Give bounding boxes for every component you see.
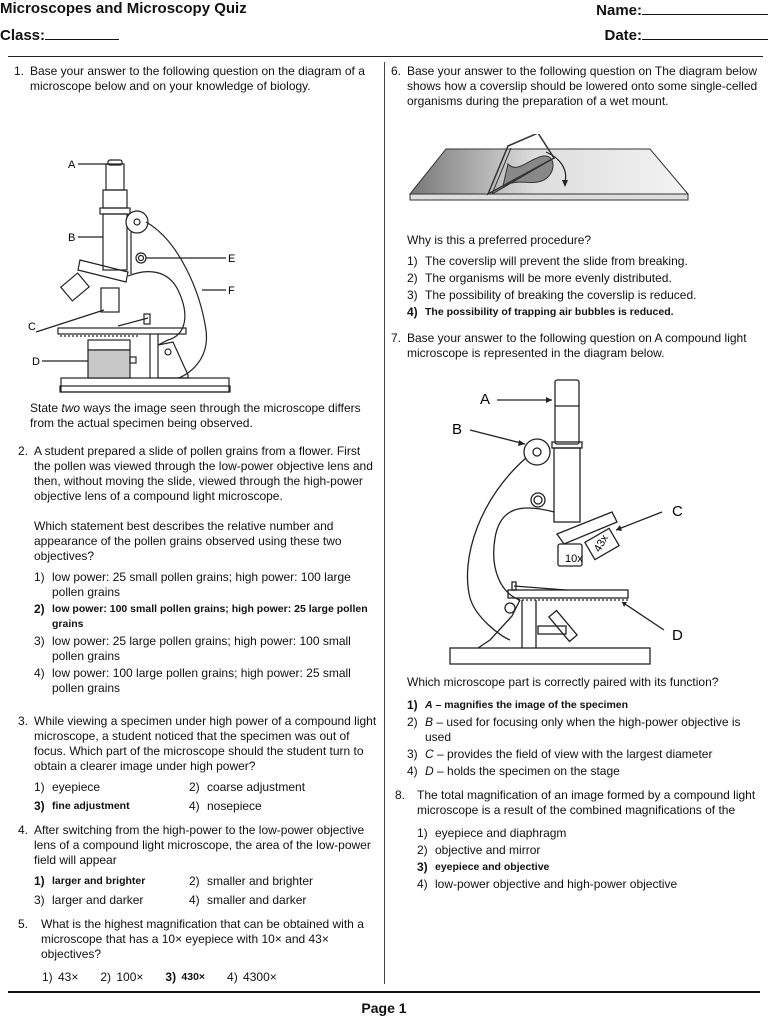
label-a: A [480, 391, 490, 408]
option-1[interactable]: 1)43× [42, 970, 79, 984]
question-5: 5. What is the highest magnification tha… [18, 917, 364, 984]
option-2[interactable]: 2)objective and mirror [417, 843, 541, 857]
option-2[interactable]: 2)B – used for focusing only when the hi… [407, 715, 741, 744]
date-blank[interactable] [642, 25, 768, 40]
objective-43x-label: 43x [592, 532, 612, 554]
option-1[interactable]: 1)eyepiece [34, 780, 101, 794]
name-label: Name: [596, 2, 642, 19]
label-d: D [672, 627, 683, 644]
option-3-correct[interactable]: 3)430× [165, 970, 206, 984]
option-4[interactable]: 4)low-power objective and high-power obj… [417, 877, 678, 891]
class-blank[interactable] [45, 25, 120, 40]
question-number: 1. [14, 64, 25, 78]
question-stem: Base your answer to the following questi… [30, 64, 365, 93]
label-b: B [452, 421, 462, 438]
option-2[interactable]: 2)The organisms will be more evenly dist… [407, 271, 672, 285]
question-1: 1. Base your answer to the following que… [14, 64, 380, 94]
class-label: Class: [0, 27, 46, 44]
footer-rule [8, 991, 760, 993]
class-field[interactable]: Class: [0, 25, 120, 44]
question-6: 6. Base your answer to the following que… [391, 64, 758, 108]
date-label: Date: [604, 27, 642, 44]
question-6-prompt-block: Why is this a preferred procedure? 1)The… [407, 233, 761, 322]
option-4-correct[interactable]: 4)The possibility of trapping air bubble… [407, 305, 674, 319]
label-c: C [672, 503, 683, 520]
option-1-correct[interactable]: 1)A – magnifies the image of the specime… [407, 698, 629, 712]
objective-10x-label: 10x [565, 553, 583, 565]
option-4[interactable]: 4)smaller and darker [189, 893, 307, 907]
label-b: B [68, 232, 75, 244]
option-4[interactable]: 4)low power: 100 large pollen grains; hi… [34, 666, 351, 695]
question-8: 8. The total magnification of an image f… [395, 788, 761, 894]
name-field[interactable]: Name: [596, 0, 768, 19]
label-f: F [228, 285, 235, 297]
label-a: A [68, 159, 76, 171]
microscope-diagram-q7: 10x 43x A B C D [449, 379, 683, 665]
option-4[interactable]: 4)4300× [227, 970, 277, 984]
question-7-prompt-block: Which microscope part is correctly paire… [407, 675, 761, 781]
option-3[interactable]: 3)The possibility of breaking the covers… [407, 288, 697, 302]
name-blank[interactable] [642, 0, 768, 15]
label-c: C [28, 321, 36, 333]
option-1[interactable]: 1)eyepiece and diaphragm [417, 826, 567, 840]
label-e: E [228, 253, 235, 265]
option-1[interactable]: 1)low power: 25 small pollen grains; hig… [34, 570, 351, 599]
question-1-prompt: State two ways the image seen through th… [30, 401, 361, 430]
question-4: 4. After switching from the high-power t… [18, 823, 371, 907]
date-field[interactable]: Date: [604, 25, 768, 44]
page-number: Page 1 [361, 1000, 407, 1016]
option-3-correct[interactable]: 3)eyepiece and objective [417, 860, 550, 874]
option-2[interactable]: 2)100× [100, 970, 144, 984]
option-1-correct[interactable]: 1)larger and brighter [34, 874, 146, 888]
coverslip-diagram [408, 134, 690, 201]
question-2: 2. A student prepared a slide of pollen … [18, 444, 380, 698]
option-3[interactable]: 3)larger and darker [34, 893, 144, 907]
page-title: Microscopes and Microscopy Quiz [0, 0, 247, 17]
option-4[interactable]: 4)nosepiece [189, 799, 262, 813]
label-d: D [32, 356, 40, 368]
option-2[interactable]: 2)smaller and brighter [189, 874, 314, 888]
option-3-correct[interactable]: 3)fine adjustment [34, 799, 130, 813]
question-3: 3. While viewing a specimen under high p… [18, 714, 377, 813]
option-1[interactable]: 1)The coverslip will prevent the slide f… [407, 254, 688, 268]
option-2-correct[interactable]: 2)low power: 100 small pollen grains; hi… [34, 602, 368, 630]
option-3[interactable]: 3)C – provides the field of view with th… [407, 747, 713, 761]
option-3[interactable]: 3)low power: 25 large pollen grains; hig… [34, 634, 351, 663]
column-divider [384, 62, 385, 984]
question-7: 7. Base your answer to the following que… [391, 331, 747, 360]
option-2[interactable]: 2)coarse adjustment [189, 780, 306, 794]
microscope-diagram-q1: A B C D E F [28, 159, 235, 393]
header-rule [8, 56, 763, 57]
option-4[interactable]: 4)D – holds the specimen on the stage [407, 764, 620, 778]
